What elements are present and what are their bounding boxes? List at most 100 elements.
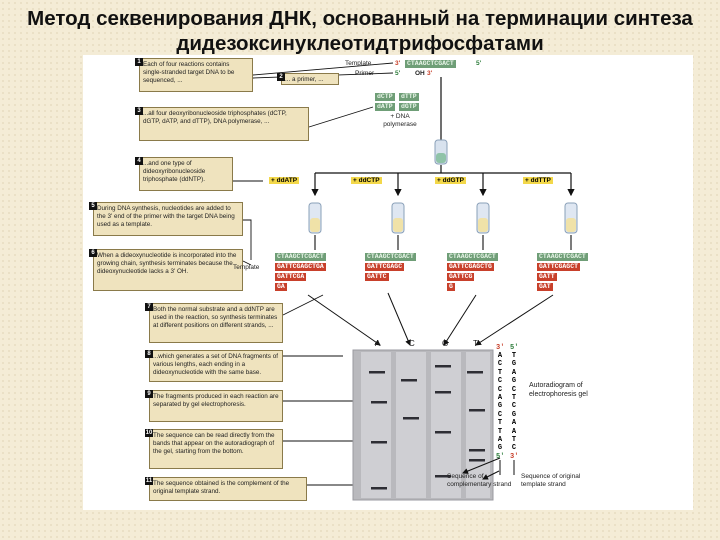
lane-t-template: CTAAGCTCGACT [537,253,588,261]
sequence-base: A [511,427,517,436]
step-caption-1: Each of four reactions contains single-s… [139,58,253,92]
sequence-base: C [497,360,503,369]
dntp-3: dATP [375,103,395,111]
sequence-base: C [497,377,503,386]
step-number-3: 3 [135,107,143,115]
sequence-base: A [497,352,503,360]
ddntp-text: + ddGTP [435,177,466,184]
lane-c-fragment-2: GATTC [365,273,389,281]
step-number-5: 5 [89,202,97,210]
dntp-1: dCTP [375,93,395,101]
title-line-1: Метод секвенирования ДНК, основанный на … [27,7,693,30]
lane-g-fragment-3: G [447,283,455,291]
lane-t-fragment-2: GATT [537,273,557,281]
lane-c-fragment-1: GATTCGAGC [365,263,405,271]
left-col-bottom: 5' [496,453,505,461]
step-number-7: 7 [145,303,153,311]
sequence-base: C [511,402,517,411]
lane-g-fragment-2: GATTCG [447,273,475,281]
step-caption-2: ... a primer, ... [281,73,339,85]
left-col-top: 3' [496,344,505,352]
step-text: ...which generates a set of DNA fragment… [153,353,278,376]
dntp-2: dTTP [399,93,419,101]
autoradiogram-label: Autoradiogram of electrophoresis gel [529,382,588,398]
figure-graphics [233,62,578,501]
complementary-strand-label: Sequence of complementary strand [447,473,512,488]
primer-5-prime: 5' [395,70,401,77]
lane-g-fragment-1: GATTCGAGCTG [447,263,494,271]
sequence-base: G [511,377,517,386]
dntp-4: dGTP [399,103,419,111]
sequence-base: T [497,419,503,428]
sequence-base: C [511,385,517,394]
step-number-8: 8 [145,350,153,358]
step-text: Each of four reactions contains single-s… [143,61,235,84]
sequence-base: T [497,368,503,377]
sequence-base: T [511,436,517,445]
gel-lane-label-c: C [409,339,415,348]
template-3-prime: 3' [395,60,401,67]
primer-label: Primer [355,70,375,77]
template-sequence: CTAAGCTCGACT [405,60,456,68]
title-line-2: дидезоксинуклеотидтрифосфатами [176,32,544,55]
step-caption-9: The fragments produced in each reaction … [149,390,283,422]
sequence-base: A [497,394,503,403]
right-col-top: 5' [510,344,519,352]
sequence-base: C [511,444,517,453]
ddntp-label-t: + ddTTP [523,177,553,184]
step-caption-3: ...all four deoxyribonucleoside triphosp… [139,107,309,141]
sequence-base: A [511,368,517,377]
ddntp-text: + ddCTP [351,177,382,184]
dna-polymerase-label: + DNA polymerase [383,113,417,128]
step-text: When a dideoxynucleotide is incorporated… [97,252,237,275]
sequence-base: A [497,436,503,445]
template-label-2: Template [233,264,260,271]
ddntp-label-c: + ddCTP [351,177,382,184]
step-caption-7: Both the normal substrate and a ddNTP ar… [149,303,283,343]
step-number-10: 10 [145,429,153,437]
step-caption-5: During DNA synthesis, nucleotides are ad… [93,202,243,236]
lane-a-fragment-1: GATTCGAGCTGA [275,263,326,271]
ddntp-label-g: + ddGTP [435,177,466,184]
lane-c-template: CTAAGCTCGACT [365,253,416,261]
sequence-base: T [511,352,517,360]
sequence-base: T [497,427,503,436]
step-text: ...all four deoxyribonucleoside triphosp… [143,110,287,125]
sequence-base: T [511,394,517,403]
step-number-11: 11 [145,477,153,485]
step-text: The sequence obtained is the complement … [153,480,290,495]
template-label: Template [345,60,372,67]
page-title: Метод секвенирования ДНК, основанный на … [10,6,710,56]
lane-a-template: CTAAGCTCGACT [275,253,326,261]
step-caption-10: The sequence can be read directly from t… [149,429,283,469]
template-5-prime: 5' [476,60,482,67]
step-number-6: 6 [89,249,97,257]
sequence-base: A [511,419,517,428]
gel-lane-label-g: G [442,339,449,348]
sequence-base: G [511,410,517,419]
step-caption-4: ...and one type of dideoxyribonucleoside… [139,157,233,191]
step-text: The fragments produced in each reaction … [153,393,279,408]
sequence-base: G [511,360,517,369]
step-number-4: 4 [135,157,143,165]
right-col-bottom: 3' [510,453,519,461]
step-caption-8: ...which generates a set of DNA fragment… [149,350,283,382]
step-text: During DNA synthesis, nucleotides are ad… [97,205,235,228]
step-number-1: 1 [135,58,143,66]
lane-t-fragment-3: GAT [537,283,553,291]
lane-g-template: CTAAGCTCGACT [447,253,498,261]
lane-t-fragment-1: GATTCGAGCT [537,263,581,271]
figure: Each of four reactions contains single-s… [83,55,693,510]
lane-a-fragment-3: GA [275,283,287,291]
lane-a-fragment-2: GATTCGA [275,273,307,281]
ddntp-text: + ddATP [269,177,300,184]
primer-3-prime: 3' [427,70,433,77]
sequence-base: C [497,410,503,419]
step-text: Both the normal substrate and a ddNTP ar… [153,306,278,329]
gel-lane-label-a: A [375,339,381,348]
sequence-base: G [497,402,503,411]
primer-oh: OH [415,70,425,77]
